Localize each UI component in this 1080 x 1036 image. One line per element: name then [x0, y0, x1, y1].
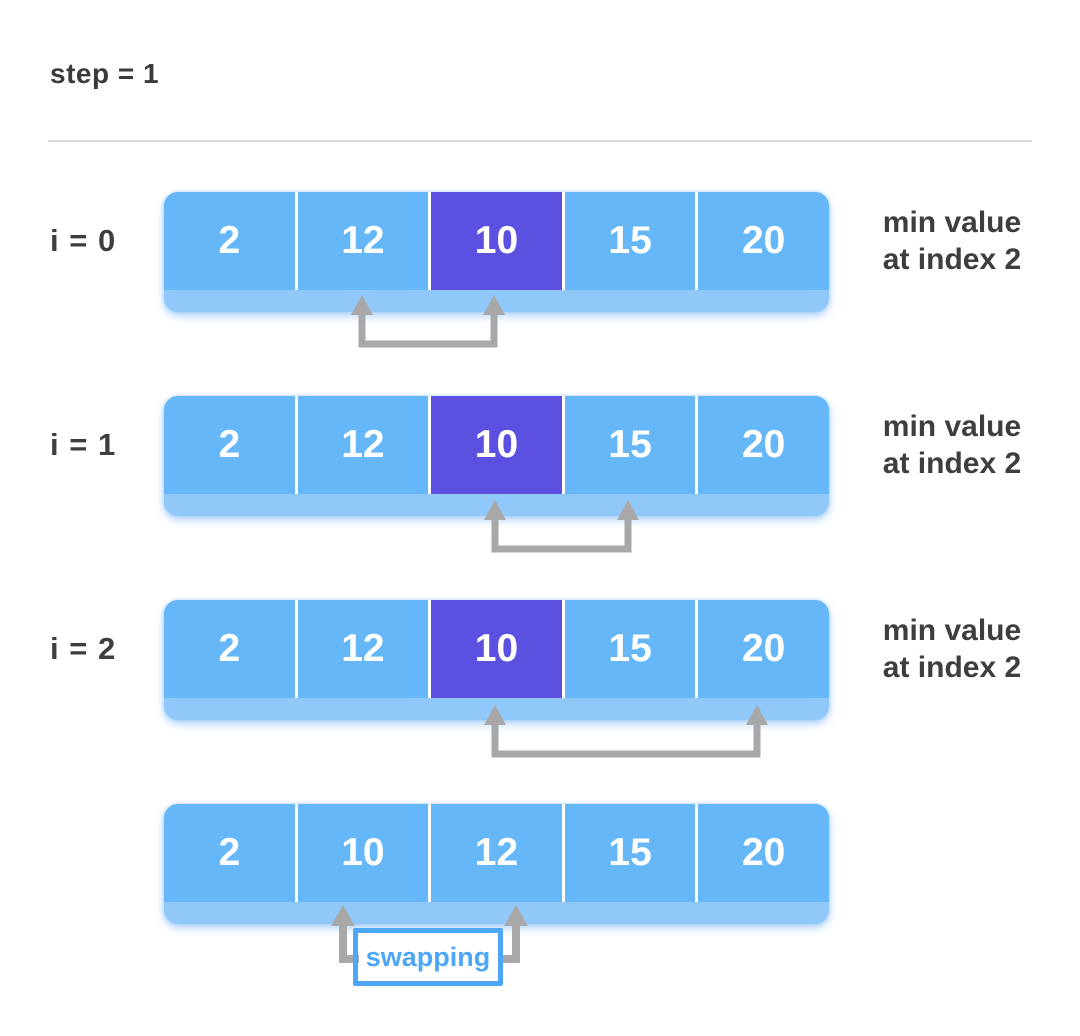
array-cells: 2 12 10 15 20	[164, 600, 829, 698]
min-value-caption: min value at index 2	[852, 396, 1052, 494]
array-cell-min-highlight: 10	[428, 396, 562, 494]
array-cell: 12	[294, 396, 429, 494]
array-cell: 2	[164, 600, 295, 698]
array-cell: 15	[561, 600, 696, 698]
array: 2 12 10 15 20	[164, 192, 829, 312]
swapping-label: swapping	[365, 941, 491, 972]
array-cell: 12	[428, 804, 562, 902]
array-cells: 2 12 10 15 20	[164, 192, 829, 290]
array-cells: 2 10 12 15 20	[164, 804, 829, 902]
index-label: i = 1	[50, 427, 117, 462]
index-label: i = 2	[50, 631, 117, 666]
array-cell: 15	[561, 192, 696, 290]
array-row-1: i = 1 2 12 10 15 20 min value at index 2	[0, 396, 1080, 516]
array-cell: 15	[561, 804, 696, 902]
array-row-2: i = 2 2 12 10 15 20 min value at index 2	[0, 600, 1080, 720]
caption-line-2: at index 2	[882, 243, 1022, 276]
min-value-caption: min value at index 2	[852, 600, 1052, 698]
caption-line-1: min value	[882, 614, 1022, 647]
array-cell: 20	[695, 600, 829, 698]
step-label: step = 1	[50, 58, 160, 89]
array-cell: 2	[164, 804, 295, 902]
array-cell-min-highlight: 10	[428, 600, 562, 698]
compare-arrow	[484, 500, 639, 553]
compare-arrow	[484, 705, 768, 758]
array-cell: 2	[164, 192, 295, 290]
array: 2 12 10 15 20	[164, 600, 829, 720]
array: 2 10 12 15 20	[164, 804, 829, 924]
array-cell: 20	[695, 192, 829, 290]
array-cell: 20	[695, 804, 829, 902]
array-cells: 2 12 10 15 20	[164, 396, 829, 494]
swapping-label-box: swapping	[353, 928, 503, 986]
caption-line-1: min value	[882, 410, 1022, 443]
min-value-caption: min value at index 2	[852, 192, 1052, 290]
caption-line-2: at index 2	[882, 447, 1022, 480]
array-cell: 20	[695, 396, 829, 494]
array-row-0: i = 0 2 12 10 15 20 min value at index 2	[0, 192, 1080, 312]
array-row-swapped: 2 10 12 15 20	[0, 804, 1080, 924]
array-cell: 10	[294, 804, 429, 902]
array: 2 12 10 15 20	[164, 396, 829, 516]
array-cell: 12	[294, 192, 429, 290]
array-cell: 12	[294, 600, 429, 698]
array-cell: 2	[164, 396, 295, 494]
array-cell-min-highlight: 10	[428, 192, 562, 290]
divider-line	[48, 140, 1032, 142]
array-cell: 15	[561, 396, 696, 494]
compare-arrow	[351, 295, 505, 348]
caption-line-2: at index 2	[882, 651, 1022, 684]
caption-line-1: min value	[882, 206, 1022, 239]
index-label: i = 0	[50, 223, 117, 258]
